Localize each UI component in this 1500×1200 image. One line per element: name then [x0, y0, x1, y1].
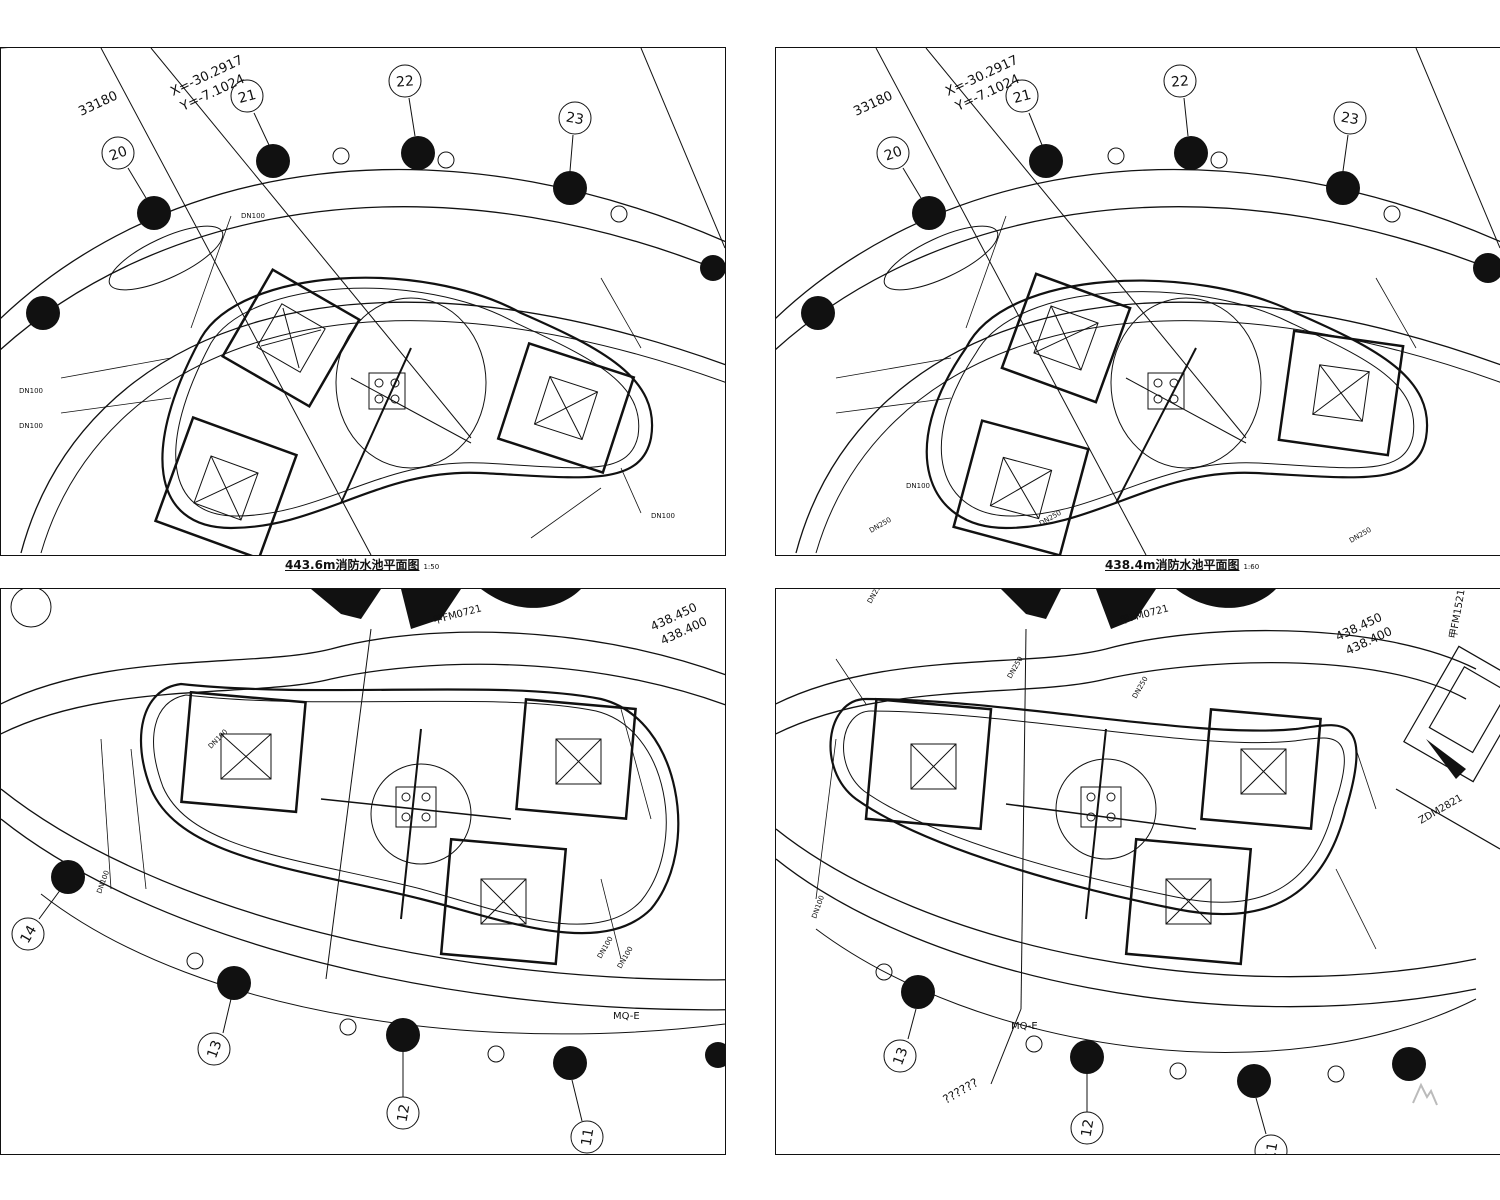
- axis-bubble: 23: [1333, 101, 1367, 172]
- plan-drawing-bottom-right: 甲FM0721 甲FM1521 438.450 438.400 ZDM2821 …: [776, 589, 1500, 1154]
- pipe-label: DN250: [1131, 675, 1150, 700]
- axis-label: 13: [204, 1038, 225, 1060]
- axis-label: 11: [579, 1127, 598, 1147]
- dimension-label: 33180: [851, 89, 895, 120]
- pipe-label: DN100: [95, 869, 111, 894]
- plan-panel-443: 20 21 22 23 33180 X=-30.2917 Y=-7.1024 D…: [0, 47, 726, 556]
- unknown-label: ??????: [941, 1075, 981, 1106]
- pipe-label: DN100: [596, 935, 615, 960]
- axis-bubble: 22: [388, 64, 422, 137]
- axis-label: 21: [1012, 87, 1033, 107]
- pipe-label: DN250: [1348, 526, 1373, 545]
- plan-drawing-bottom-left: 甲FM0721 438.450 438.400 MQ-E 14 13 12: [1, 589, 725, 1154]
- axis-bubble: 20: [101, 136, 147, 199]
- pipe-label: DN100: [19, 387, 43, 395]
- plan-panel-438: 20 21 22 23 33180 X=-30.2917 Y=-7.1024 D…: [775, 47, 1500, 556]
- caption-title: 443.6m消防水池平面图: [285, 558, 420, 572]
- caption-scale: 1:60: [1243, 563, 1260, 571]
- axis-label: 22: [396, 73, 415, 90]
- axis-label: 11: [1263, 1141, 1282, 1154]
- axis-bubble: 14: [11, 888, 62, 951]
- dimension-label: 33180: [76, 89, 120, 120]
- axis-bubble: 23: [558, 101, 592, 172]
- pipe-label: DN250: [866, 589, 885, 605]
- axis-bubble: 21: [230, 79, 270, 146]
- pipe-label: DN100: [19, 422, 43, 430]
- axis-bubble: 20: [876, 136, 922, 199]
- axis-bubble: 11: [570, 1079, 604, 1154]
- axis-bubble: 13: [883, 1008, 917, 1073]
- wall-label: MQ-E: [613, 1011, 640, 1022]
- pipe-label: DN100: [906, 482, 930, 490]
- axis-label: 20: [882, 143, 904, 164]
- pipe-label: DN250: [868, 516, 893, 535]
- plan-panel-bottom-left: 甲FM0721 438.450 438.400 MQ-E 14 13 12: [0, 588, 726, 1155]
- axis-bubble: 11: [1254, 1097, 1288, 1154]
- axis-label: 12: [1079, 1118, 1098, 1138]
- plan-drawing-443: 20 21 22 23 33180 X=-30.2917 Y=-7.1024 D…: [1, 48, 725, 555]
- wall-label: MQ-E: [1011, 1021, 1038, 1032]
- axis-bubble: 21: [1005, 79, 1043, 146]
- axis-label: 20: [107, 143, 129, 164]
- axis-bubble: 13: [197, 998, 232, 1066]
- door-label-2: 甲FM1521: [1448, 589, 1467, 640]
- pipe-label: DN100: [241, 212, 265, 220]
- axis-label: 12: [395, 1103, 414, 1123]
- caption-scale: 1:50: [423, 563, 440, 571]
- pipe-label: DN100: [810, 894, 826, 919]
- plan-drawing-438: 20 21 22 23 33180 X=-30.2917 Y=-7.1024 D…: [776, 48, 1500, 555]
- axis-label: 21: [237, 87, 258, 107]
- axis-label: 23: [1340, 110, 1360, 129]
- pipe-label: DN250: [1006, 655, 1025, 680]
- axis-label: 22: [1171, 73, 1190, 90]
- axis-label: 14: [17, 923, 40, 947]
- axis-bubble: 22: [1163, 64, 1197, 137]
- axis-bubble: 12: [386, 1052, 420, 1130]
- caption-title: 438.4m消防水池平面图: [1105, 558, 1240, 572]
- plan-panel-bottom-right: 甲FM0721 甲FM1521 438.450 438.400 ZDM2821 …: [775, 588, 1500, 1155]
- pipe-label: DN100: [651, 512, 675, 520]
- zone-label: ZDM2821: [1417, 793, 1465, 827]
- axis-label: 23: [565, 110, 585, 129]
- watermark-logo: [1412, 1082, 1438, 1106]
- axis-bubble: 12: [1070, 1074, 1104, 1145]
- axis-label: 13: [890, 1045, 911, 1067]
